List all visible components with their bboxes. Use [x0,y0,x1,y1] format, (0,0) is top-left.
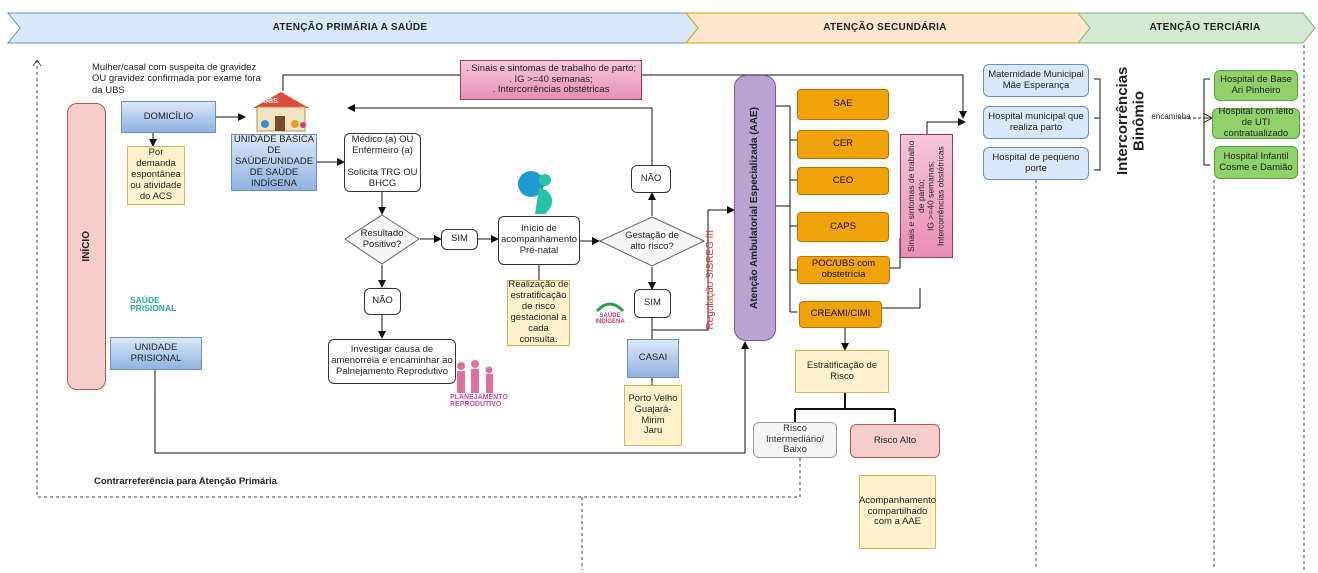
binomial-complications-text: Intercorrências Binômio [1113,66,1148,176]
ubs-logo: UBS [247,90,315,132]
ubs-house-icon [253,92,309,132]
positive-result-label: Resultado Positivo? [360,227,404,250]
indigenous-health-icon [595,302,625,313]
start-label: INÍCIO [80,231,92,262]
yes-box-2: SIM [634,289,671,318]
reproductive-planning-logo: PLANEJAMENTO REPRODUTIVO [448,356,508,412]
service-poc: POC/UBS com obstetrícia [797,256,890,284]
prenatal-start-box: Início de acompanhamento Pré-natal [498,216,580,265]
service-ceo: CEO [797,167,889,195]
spontaneous-demand-note: Por demanda espontânea ou atividade do A… [127,146,185,205]
yes-box-1: SIM [441,229,478,250]
regulation-text: Regulação SISREG III [705,230,717,330]
high-risk-label: Gestação de alto risco? [625,229,679,252]
shared-care-note: Acompanhamento compartilhado com a AAE [859,475,936,549]
hospital-uti: Hospital com leito de UTI contratualizad… [1212,106,1300,139]
service-cer: CER [797,130,889,159]
labor-signs-note-vertical: Sinais e sintomas de trabalho de parto; … [900,134,953,258]
hospital-pequeno-porte: Hospital de pequeno porte [983,147,1089,180]
counter-referral-label: Contrarreferência para Atenção Primária [94,475,277,487]
start-pill: INÍCIO [67,103,106,390]
tertiary-band [1076,12,1316,44]
decision-diamond-shape [344,214,420,265]
high-risk-box: Risco Alto [850,424,940,458]
service-caps: CAPS [797,212,889,242]
indigenous-health-logo-text: SAÚDE INDÍGENA [595,313,625,325]
decision-diamond-shape-2 [599,216,705,267]
hospital-maternidade: Maternidade Municipal Mãe Esperança [983,64,1089,97]
positive-result-decision: Resultado Positivo? [344,214,420,265]
aae-label: Atenção Ambulatorial Especializada (AAE) [749,107,761,309]
prison-health-logo: SAÚDE PRISIONAL [127,293,189,315]
high-risk-decision: Gestação de alto risco? [599,216,705,267]
binomial-complications-label: Intercorrências Binômio [1110,66,1152,176]
risk-stratification-note: Realização de estratificação de risco ge… [507,279,570,346]
service-creami: CREAMI/CIMI [799,301,882,328]
service-sae: SAE [797,89,889,120]
risk-stratification-box: Estratificação de Risco [795,350,889,393]
tertiary-care-header: ATENÇÃO TERCIÁRIA [1149,22,1261,34]
doctor-nurse-box: Médico (a) OU Enfermeiro (a) Solicita TR… [344,133,421,192]
home-box: DOMICÍLIO [121,101,216,133]
secondary-care-header: ATENÇÃO SECUNDÁRIA [823,22,947,34]
hospital-municipal: Hospital municipal que realiza parto [983,106,1089,139]
indigenous-health-logo: SAÚDE INDÍGENA [588,300,632,326]
regulation-label: Regulação SISREG III [700,220,722,340]
labor-signs-note-top: . Sinais e sintomas de trabalho de parto… [460,60,642,100]
hospital-infantil: Hospital Infantil Cosme e Damião [1214,146,1298,179]
prison-health-logo-text: SAÚDE PRISIONAL [130,294,177,313]
cities-note: Porto Velho Guajará-Mirim Jaru [624,385,682,446]
refers-label: encaminha [1151,112,1191,122]
ubs-box: UNIDADE BÁSICA DE SAÚDE/UNIDADE DE SAÚDE… [231,134,317,191]
pregnant-woman-icon [513,170,563,218]
family-icon [457,360,493,393]
labor-signs-vertical-text: Sinais e sintomas de trabalho de parto; … [905,140,946,252]
investigate-box: Investigar causa de amenorréia e encamin… [328,339,456,384]
primary-care-header: ATENÇÃO PRIMÁRIA A SAÚDE [272,22,428,34]
prison-unit-box: UNIDADE PRISIONAL [110,337,202,370]
intermediate-risk-box: Risco Intermediário/ Baixo [753,422,837,458]
hospital-base: Hospital de Base Ari Pinheiro [1214,70,1298,101]
no-box-2: NÃO [631,165,671,193]
ubs-logo-text: UBS [263,98,278,105]
no-box-1: NÃO [364,288,401,315]
reproductive-planning-logo-text: PLANEJAMENTO REPRODUTIVO [450,394,508,408]
casai-box: CASAI [627,339,679,378]
aae-pill: Atenção Ambulatorial Especializada (AAE) [734,75,776,341]
suspected-pregnancy-note: Mulher/casal com suspeita de gravidez OU… [92,61,261,96]
